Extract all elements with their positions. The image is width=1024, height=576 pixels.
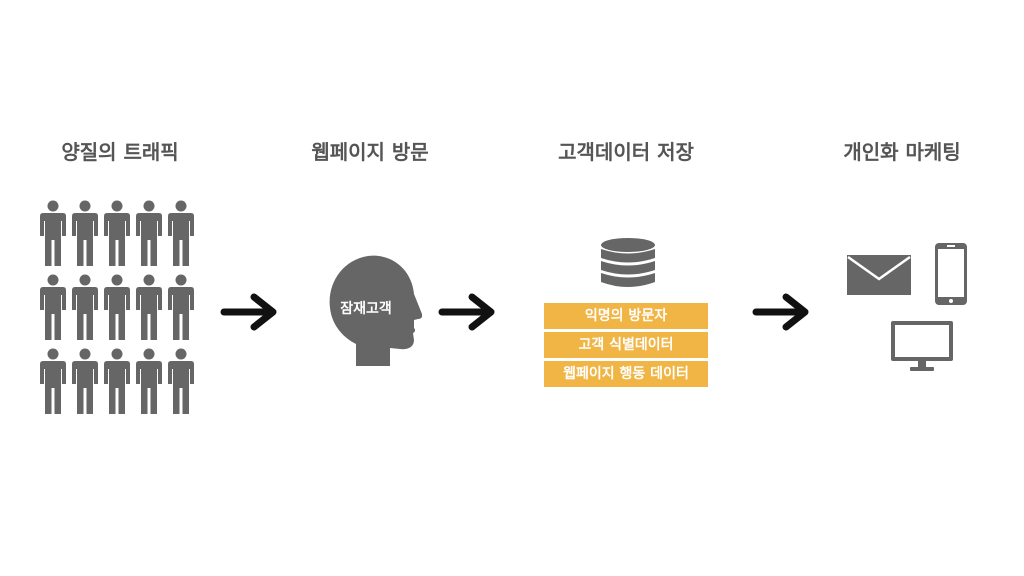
person-icon <box>104 200 130 266</box>
person-icon <box>168 200 194 266</box>
stage-title-visit: 웹페이지 방문 <box>311 140 429 164</box>
head-profile-icon <box>329 255 422 366</box>
envelope-icon <box>847 255 911 295</box>
stage-title-marketing: 개인화 마케팅 <box>843 140 961 164</box>
arrow-right-icon <box>752 293 809 331</box>
person-icon <box>72 200 98 266</box>
person-icon <box>136 348 162 414</box>
data-item-behavior: 웹페이지 행동 데이터 <box>544 361 708 387</box>
database-icon <box>601 238 655 287</box>
stage-title-data: 고객데이터 저장 <box>558 140 694 164</box>
person-icon <box>136 274 162 340</box>
person-icon <box>104 348 130 414</box>
person-icon <box>168 274 194 340</box>
data-item-customer-id: 고객 식별데이터 <box>544 332 708 358</box>
people-grid <box>40 200 200 415</box>
monitor-icon <box>891 321 953 371</box>
stage-title-traffic: 양질의 트래픽 <box>61 140 179 164</box>
person-icon <box>40 200 66 266</box>
person-icon <box>40 348 66 414</box>
smartphone-icon <box>935 243 967 305</box>
customer-data-list: 익명의 방문자 고객 식별데이터 웹페이지 행동 데이터 <box>544 303 708 390</box>
arrow-right-icon <box>220 293 277 331</box>
person-icon <box>40 274 66 340</box>
data-item-anonymous-visitor: 익명의 방문자 <box>544 303 708 329</box>
person-icon <box>72 274 98 340</box>
person-icon <box>72 348 98 414</box>
arrow-right-icon <box>438 293 495 331</box>
person-icon <box>104 274 130 340</box>
person-icon <box>136 200 162 266</box>
head-label: 잠재고객 <box>340 301 392 317</box>
person-icon <box>168 348 194 414</box>
